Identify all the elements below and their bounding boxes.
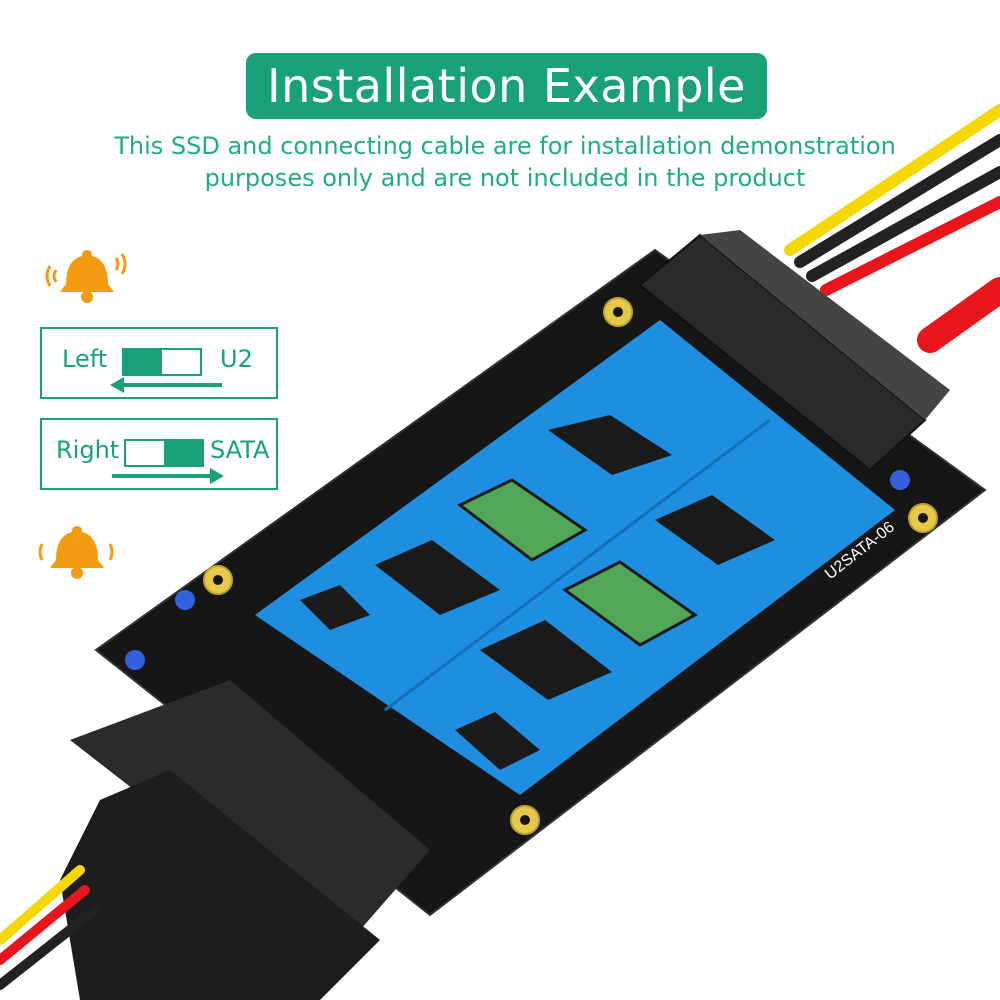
switch-mode-label: U2 [220,345,253,373]
ssd-card [255,320,895,795]
power-cable-top [784,104,1000,353]
left-arrow-icon [122,383,222,387]
right-arrow-icon [112,474,212,478]
toggle-switch-right [124,439,204,467]
switch-mode-label: SATA [210,436,270,464]
switch-side-label: Left [62,345,108,373]
switch-left-box: Left U2 [40,327,278,399]
bell-icon [38,526,114,579]
page-title: Installation Example [267,59,746,113]
sff8639-connector [70,680,430,930]
subtitle-line-1: This SSD and connecting cable are for in… [114,132,896,160]
bell-icon [45,250,127,303]
switch-right-box: Right SATA [40,418,278,490]
title-banner: Installation Example [246,53,767,119]
subtitle-line-2: purposes only and are not included in th… [204,164,806,192]
switch-side-label: Right [56,436,120,464]
toggle-switch-left [122,348,202,376]
arrow-head-right-icon [210,468,224,484]
arrow-head-left-icon [110,377,124,393]
